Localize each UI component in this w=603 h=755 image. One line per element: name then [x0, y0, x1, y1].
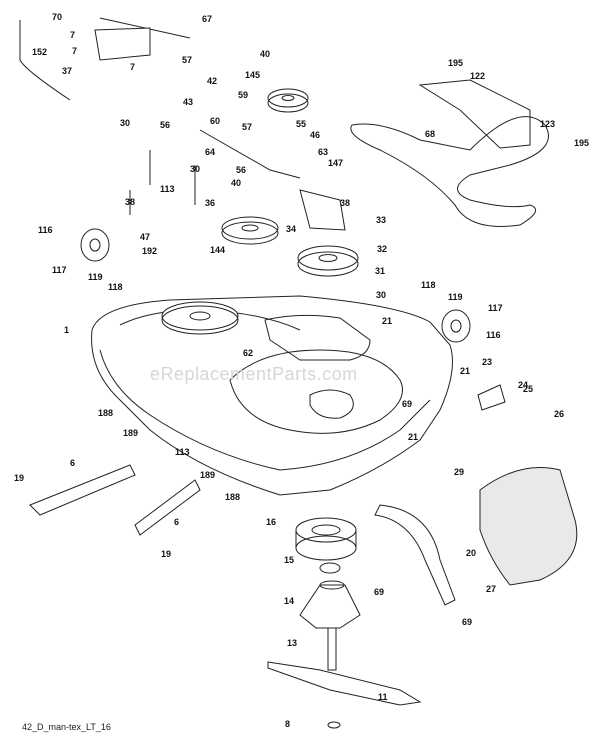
pulley-32: [297, 245, 359, 271]
callout-42: 42: [207, 76, 217, 86]
callout-26: 26: [554, 409, 564, 419]
callout-24: 24: [518, 380, 528, 390]
callout-38: 38: [340, 198, 350, 208]
callout-116: 116: [486, 330, 501, 340]
callout-14: 14: [284, 596, 294, 606]
callout-57: 57: [242, 122, 252, 132]
callout-32: 32: [377, 244, 387, 254]
callout-19: 19: [14, 473, 24, 483]
callout-118: 118: [421, 280, 436, 290]
callout-29: 29: [454, 467, 464, 477]
callout-59: 59: [238, 90, 248, 100]
blade: [267, 661, 422, 706]
callout-27: 27: [486, 584, 496, 594]
callout-13: 13: [287, 638, 297, 648]
bearing-15: [319, 562, 341, 574]
callout-25: 25: [523, 384, 533, 394]
callout-70: 70: [52, 12, 62, 22]
callout-119: 119: [88, 272, 103, 282]
callout-40: 40: [231, 178, 241, 188]
callout-38: 38: [125, 197, 135, 207]
callout-21: 21: [382, 316, 392, 326]
callout-46: 46: [310, 130, 320, 140]
discharge-chute: [479, 467, 578, 586]
spacer-16: [295, 517, 357, 543]
callout-67: 67: [202, 14, 212, 24]
deck-shell: [91, 295, 453, 496]
callout-30: 30: [120, 118, 130, 128]
callout-117: 117: [52, 265, 67, 275]
callout-123: 123: [540, 119, 555, 129]
callout-6: 6: [174, 517, 179, 527]
callout-11: 11: [378, 692, 388, 702]
callout-144: 144: [210, 245, 225, 255]
callout-36: 36: [205, 198, 215, 208]
callout-188: 188: [98, 408, 113, 418]
callout-152: 152: [32, 47, 47, 57]
callout-56: 56: [236, 165, 246, 175]
callout-69: 69: [402, 399, 412, 409]
callout-57: 57: [182, 55, 192, 65]
callout-20: 20: [466, 548, 476, 558]
callout-1: 1: [64, 325, 69, 335]
callout-145: 145: [245, 70, 260, 80]
callout-63: 63: [318, 147, 328, 157]
callout-37: 37: [62, 66, 72, 76]
callout-33: 33: [376, 215, 386, 225]
callout-60: 60: [210, 116, 220, 126]
pulley-left: [161, 301, 239, 331]
callout-47: 47: [140, 232, 150, 242]
callout-195: 195: [448, 58, 463, 68]
idler-pulley: [221, 216, 279, 240]
watermark: eReplacementParts.com: [150, 364, 358, 384]
callout-23: 23: [482, 357, 492, 367]
callout-69: 69: [462, 617, 472, 627]
callout-189: 189: [200, 470, 215, 480]
callout-113: 113: [160, 184, 175, 194]
callout-113: 113: [175, 447, 190, 457]
callout-122: 122: [470, 71, 485, 81]
callout-64: 64: [205, 147, 215, 157]
callout-6: 6: [70, 458, 75, 468]
callout-30: 30: [190, 164, 200, 174]
drive-belt: [350, 116, 549, 227]
callout-192: 192: [142, 246, 157, 256]
callout-69: 69: [374, 587, 384, 597]
callout-56: 56: [160, 120, 170, 130]
callout-21: 21: [460, 366, 470, 376]
callout-21: 21: [408, 432, 418, 442]
callout-68: 68: [425, 129, 435, 139]
callout-43: 43: [183, 97, 193, 107]
callout-16: 16: [266, 517, 276, 527]
callout-8: 8: [285, 719, 290, 729]
callout-31: 31: [375, 266, 385, 276]
callout-30: 30: [376, 290, 386, 300]
callout-189: 189: [123, 428, 138, 438]
callout-62: 62: [243, 348, 253, 358]
callout-19: 19: [161, 549, 171, 559]
callout-7: 7: [130, 62, 135, 72]
callout-40: 40: [260, 49, 270, 59]
callout-119: 119: [448, 292, 463, 302]
wheel-right: [441, 309, 471, 343]
callout-15: 15: [284, 555, 294, 565]
callout-117: 117: [488, 303, 503, 313]
spindle-14: [299, 584, 361, 629]
callout-188: 188: [225, 492, 240, 502]
callout-195: 195: [574, 138, 589, 148]
callout-7: 7: [70, 30, 75, 40]
callout-118: 118: [108, 282, 123, 292]
pulley-145: [267, 88, 309, 108]
callout-147: 147: [328, 158, 343, 168]
diagram-caption: 42_D_man-tex_LT_16: [22, 722, 111, 732]
callout-34: 34: [286, 224, 296, 234]
callout-55: 55: [296, 119, 306, 129]
wheel-left: [80, 228, 110, 262]
callout-7: 7: [72, 46, 77, 56]
callout-116: 116: [38, 225, 53, 235]
